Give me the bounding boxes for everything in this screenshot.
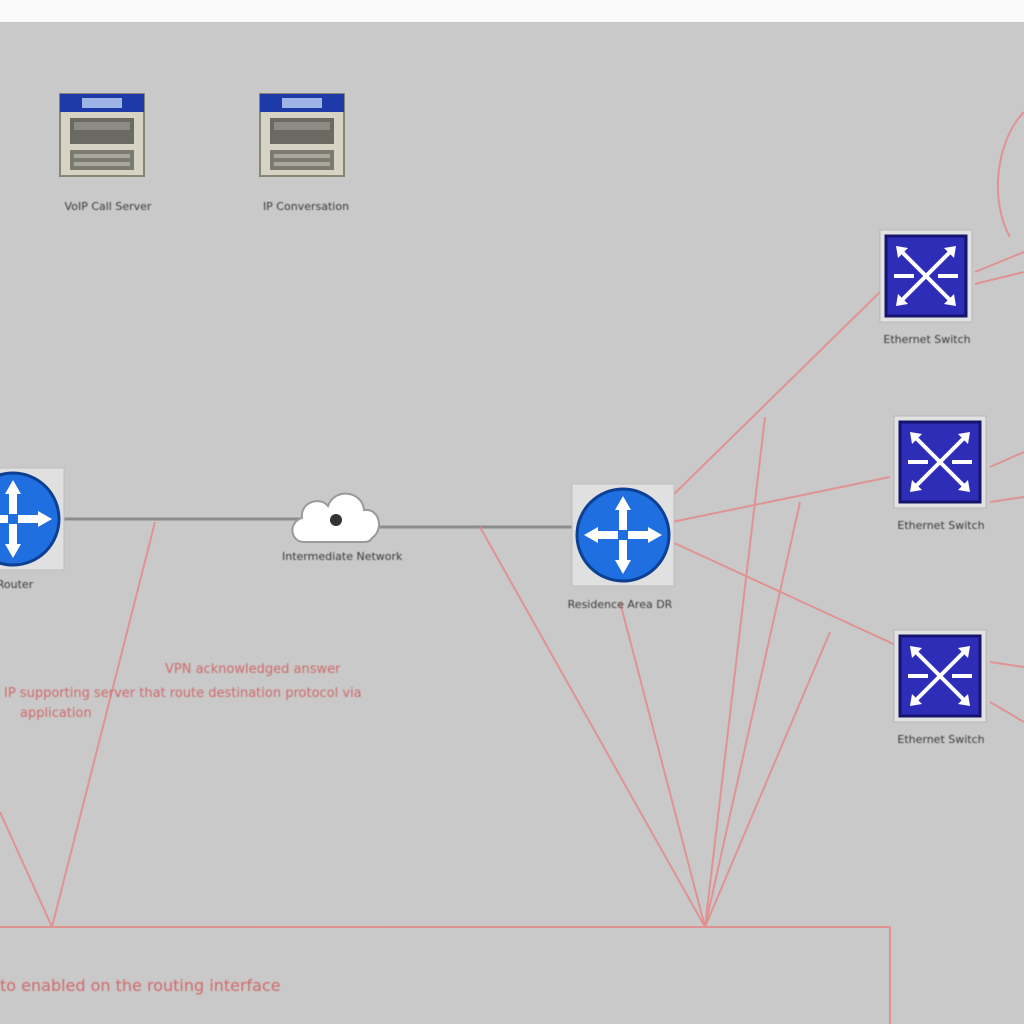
switch-label: Ethernet Switch: [897, 733, 985, 746]
router-label: Router: [0, 578, 34, 591]
cloud-label: Intermediate Network: [282, 550, 403, 563]
server-icon: [59, 93, 145, 177]
switch-icon: [893, 415, 987, 509]
router-icon: [571, 483, 675, 587]
server-label: VoIP Call Server: [64, 200, 152, 213]
annotation-text-4: to enabled on the routing interface: [0, 976, 281, 995]
annotation-text-1: VPN acknowledged answer: [165, 662, 341, 677]
server-label: IP Conversation: [262, 200, 350, 213]
server-node-2[interactable]: IP Conversation: [236, 88, 376, 218]
server-icon: [259, 93, 345, 177]
switch-icon: [893, 629, 987, 723]
top-border: [0, 0, 1024, 22]
switch-node-1[interactable]: Ethernet Switch: [872, 228, 982, 378]
callout-switch2: [671, 476, 891, 523]
router-icon: [0, 467, 65, 571]
diagram-links: [0, 111, 1024, 1024]
annotation-text-2: IP supporting server that route destinat…: [4, 686, 362, 701]
router-node-2[interactable]: Residence Area DR: [560, 480, 690, 630]
router-node-1[interactable]: Router: [0, 464, 70, 604]
cloud-node[interactable]: Intermediate Network: [282, 480, 403, 580]
cloud-icon: [291, 492, 380, 543]
switch-icon: [879, 229, 973, 323]
callout-switch3: [671, 541, 901, 648]
switch-label: Ethernet Switch: [897, 519, 985, 532]
server-node-1[interactable]: VoIP Call Server: [38, 88, 178, 218]
router-label: Residence Area DR: [567, 598, 673, 611]
switch-node-2[interactable]: Ethernet Switch: [886, 414, 996, 564]
callout-switch1: [667, 291, 881, 501]
annotation-text-3: application: [20, 706, 92, 721]
switch-label: Ethernet Switch: [883, 333, 971, 346]
switch-node-3[interactable]: Ethernet Switch: [886, 628, 996, 778]
network-diagram-canvas[interactable]: VoIP Call Server IP Conversation: [0, 22, 1024, 1024]
